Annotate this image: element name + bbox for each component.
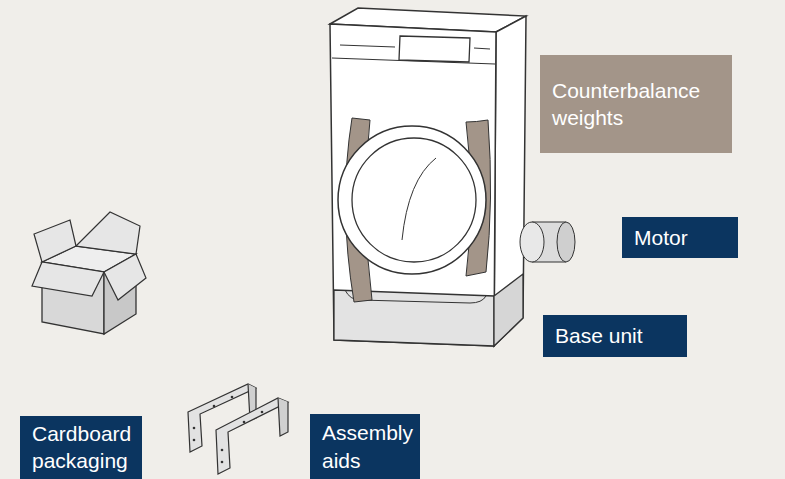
door-glare (402, 158, 436, 240)
base-label: Base unit (543, 315, 687, 357)
control-panel (399, 36, 470, 62)
box-flap (104, 254, 146, 300)
motor-face (520, 222, 544, 262)
base-unit-side (494, 274, 523, 346)
bracket (278, 398, 288, 436)
motor-label: Motor (622, 217, 738, 258)
box-flap (76, 212, 140, 254)
packaging-label: Cardboard packaging (20, 416, 142, 479)
label-text: Base unit (555, 322, 675, 349)
machine-side (494, 16, 526, 346)
bracket-holes (193, 396, 264, 464)
box-flap (32, 262, 104, 296)
box-flap (34, 220, 76, 262)
bracket (216, 398, 288, 474)
door-outer (338, 126, 486, 274)
label-text: Cardboard packaging (32, 420, 130, 475)
label-text: Motor (634, 224, 726, 251)
aids-label: Assembly aids (310, 414, 420, 479)
door-inner (352, 138, 476, 262)
panel-detail (340, 45, 490, 49)
machine-front (330, 24, 496, 346)
label-text: Counterbalance weights (552, 77, 720, 132)
motor-end (557, 222, 575, 262)
label-text: Assembly aids (322, 419, 408, 474)
weights-label: Counterbalance weights (540, 55, 732, 153)
